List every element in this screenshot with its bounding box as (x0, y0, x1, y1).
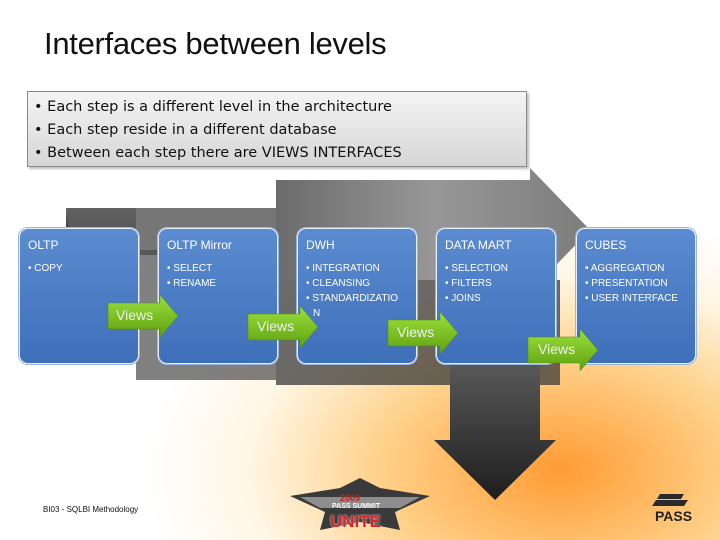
views-arrow-icon (527, 328, 599, 372)
card-item: • FILTERS (445, 278, 492, 289)
card-oltp: OLTP • COPY (19, 228, 139, 364)
card-item: • PRESENTATION (585, 278, 668, 289)
card-title: CUBES (585, 238, 627, 252)
card-item: • SELECT (167, 263, 213, 274)
views-label: Views (538, 341, 576, 357)
card-item: • INTEGRATION (306, 263, 380, 274)
card-item: • STANDARDIZATIO (306, 293, 399, 304)
pass-brand-text: PASS (655, 508, 693, 524)
views-arrow-icon (107, 294, 179, 338)
views-arrow-icon (247, 305, 319, 349)
card-item: N (313, 308, 321, 319)
bullet-item: • Each step is a different level in the … (34, 99, 392, 115)
card-item: • AGGREGATION (585, 263, 665, 274)
card-data-mart: DATA MART • SELECTION • FILTERS • JOINS (436, 228, 556, 364)
event-logo-line1: PASS SUMMIT (332, 503, 381, 510)
card-item: • COPY (28, 263, 63, 274)
card-item: • RENAME (167, 278, 217, 289)
card-item: • JOINS (445, 293, 481, 304)
card-title: DATA MART (445, 238, 512, 252)
card-cubes: CUBES • AGGREGATION • PRESENTATION • USE… (576, 228, 696, 364)
bullet-box: • Each step is a different level in the … (27, 91, 527, 167)
session-footer: BI03 - SQLBI Methodology (43, 505, 139, 514)
card-title: OLTP Mirror (167, 238, 232, 252)
card-item: • USER INTERFACE (585, 293, 678, 304)
card-title: OLTP (28, 238, 59, 252)
card-title: DWH (306, 238, 335, 252)
card-oltp-mirror: OLTP Mirror • SELECT • RENAME (158, 228, 278, 364)
event-logo-year: 2009 (340, 493, 361, 503)
views-arrow-icon (387, 311, 459, 355)
event-logo-line2: UNITE (330, 512, 381, 531)
page-title: Interfaces between levels (44, 26, 387, 61)
bullet-item: • Each step reside in a different databa… (34, 122, 337, 138)
views-label: Views (257, 318, 295, 334)
views-label: Views (397, 324, 435, 340)
card-item: • CLEANSING (306, 278, 371, 289)
card-item: • SELECTION (445, 263, 508, 274)
views-label: Views (116, 307, 154, 323)
bullet-item: • Between each step there are VIEWS INTE… (34, 145, 402, 161)
pass-logo-icon (652, 494, 688, 506)
pass-summit-logo-icon (290, 478, 430, 530)
